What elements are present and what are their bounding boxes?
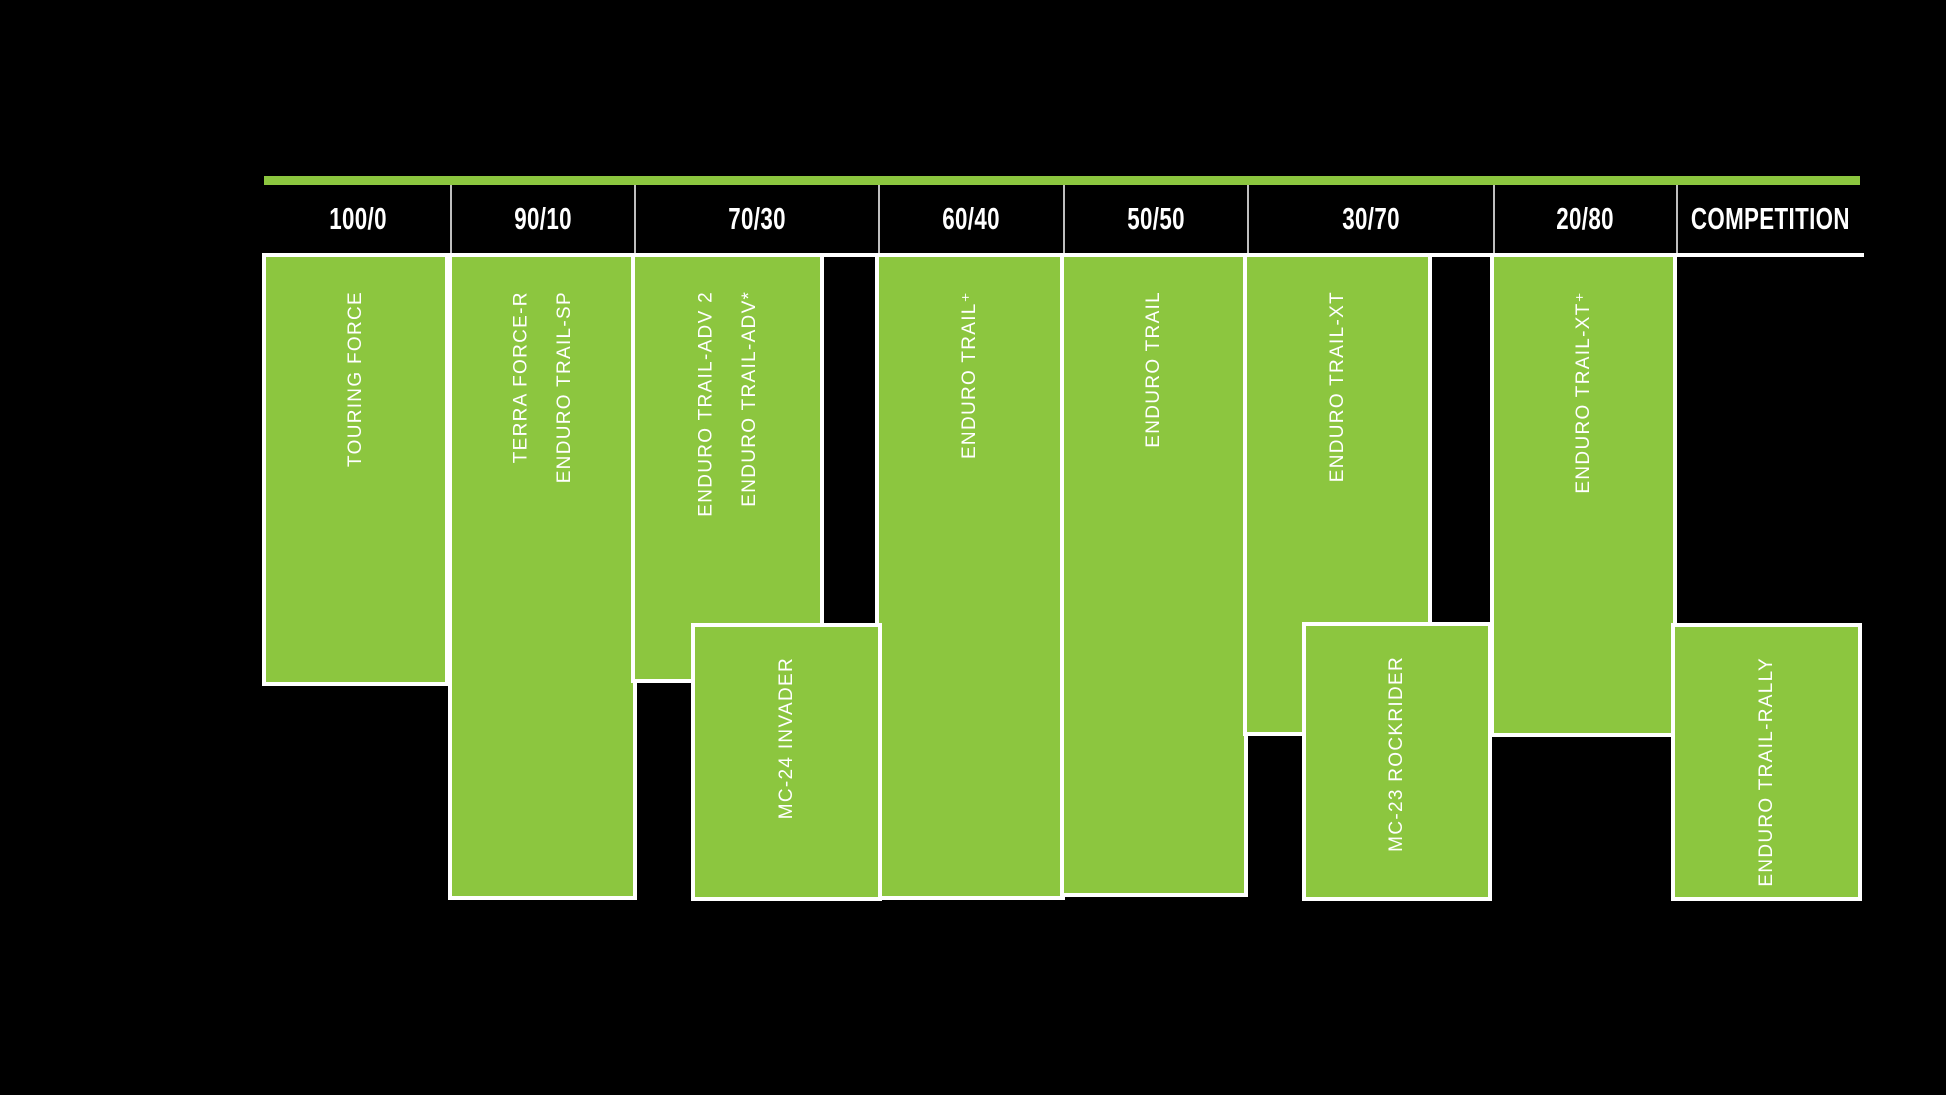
product-name: TOURING FORCE: [344, 291, 366, 467]
block-enduro-trail: ENDURO TRAIL: [1060, 253, 1248, 897]
product-name: ENDURO TRAIL-XT: [1326, 291, 1348, 483]
block-mc24-invader: MC-24 INVADER: [691, 623, 882, 901]
block-label: ENDURO TRAIL⁺: [948, 291, 992, 459]
block-label: TOURING FORCE: [334, 291, 378, 467]
block-label: ENDURO TRAIL: [1132, 291, 1176, 448]
block-label: MC-23 ROCKRIDER: [1375, 656, 1419, 852]
header-cell-competition: COMPETITION: [1677, 185, 1864, 253]
product-name: MC-23 ROCKRIDER: [1386, 656, 1408, 852]
header-separator: [1247, 185, 1249, 253]
header-cell-70-30: 70/30: [635, 185, 879, 253]
block-label: ENDURO TRAIL-RALLY: [1745, 657, 1789, 887]
header-separator: [1063, 185, 1065, 253]
product-name: ENDURO TRAIL⁺: [959, 291, 981, 460]
header-separator: [878, 185, 880, 253]
header-separator: [634, 185, 636, 253]
product-name: ENDURO TRAIL-SP: [553, 291, 575, 484]
block-enduro-trail-rally: ENDURO TRAIL-RALLY: [1671, 623, 1862, 901]
block-terra-force-r: TERRA FORCE-R ENDURO TRAIL-SP: [448, 253, 637, 900]
header-cell-60-40: 60/40: [879, 185, 1064, 253]
header-label: 70/30: [728, 201, 786, 236]
product-name: ENDURO TRAIL: [1143, 291, 1165, 448]
product-name: TERRA FORCE-R: [509, 291, 531, 464]
product-name: ENDURO TRAIL-XT⁺: [1572, 291, 1594, 494]
header-label: 50/50: [1127, 201, 1185, 236]
header-cell-50-50: 50/50: [1064, 185, 1248, 253]
block-enduro-trail-adv: ENDURO TRAIL-ADV 2 ENDURO TRAIL-ADV*: [631, 253, 824, 683]
header-label: 100/0: [329, 201, 388, 236]
product-name: ENDURO TRAIL-ADV 2: [694, 291, 716, 517]
block-label: ENDURO TRAIL-XT⁺: [1562, 291, 1606, 494]
header-label: 90/10: [514, 201, 572, 236]
block-label: TERRA FORCE-R ENDURO TRAIL-SP: [499, 291, 586, 483]
header-separator: [1493, 185, 1495, 253]
header-cell-90-10: 90/10: [451, 185, 635, 253]
header-separator: [1676, 185, 1678, 253]
header-cell-30-70: 30/70: [1248, 185, 1494, 253]
product-name: ENDURO TRAIL-RALLY: [1755, 657, 1777, 887]
block-label: ENDURO TRAIL-XT: [1316, 291, 1360, 482]
block-enduro-trail-xt-plus: ENDURO TRAIL-XT⁺: [1490, 253, 1677, 737]
header-label: 60/40: [942, 201, 1001, 236]
header-label: COMPETITION: [1691, 201, 1850, 236]
product-name: ENDURO TRAIL-ADV*: [738, 291, 760, 508]
header-label: 30/70: [1342, 201, 1400, 236]
product-name: MC-24 INVADER: [775, 657, 797, 820]
accent-bar: [264, 176, 1860, 185]
header-cell-20-80: 20/80: [1494, 185, 1677, 253]
block-label: ENDURO TRAIL-ADV 2 ENDURO TRAIL-ADV*: [684, 291, 771, 517]
block-touring-force: TOURING FORCE: [262, 253, 449, 686]
header-label: 20/80: [1556, 201, 1615, 236]
block-enduro-trail-plus: ENDURO TRAIL⁺: [875, 253, 1065, 900]
header-cell-100-0: 100/0: [266, 185, 451, 253]
header-separator: [450, 185, 452, 253]
block-mc23-rockrider: MC-23 ROCKRIDER: [1302, 622, 1492, 901]
block-label: MC-24 INVADER: [765, 657, 809, 819]
